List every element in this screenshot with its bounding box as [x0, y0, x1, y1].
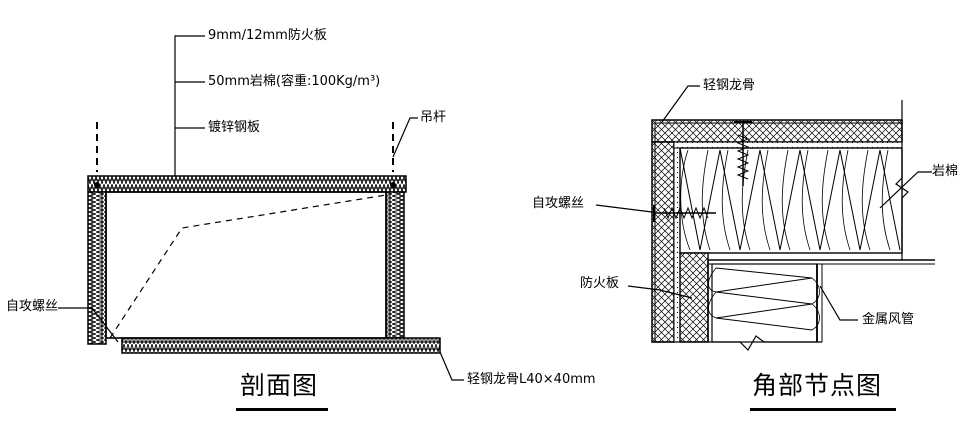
corner-detail [595, 85, 935, 351]
leader-rockwool-detail [879, 171, 932, 209]
top-insulation-layer [87, 175, 407, 193]
label-rock-wool-detail: 岩棉 [932, 164, 959, 179]
label-duct-detail: 金属风管 [862, 312, 915, 327]
rock-wool-block [679, 147, 903, 254]
screw-vertical [734, 121, 752, 186]
leader-screw [58, 307, 119, 343]
section-view-title: 剖面图 [240, 371, 319, 400]
label-rock-wool: 50mm岩棉(容重:100Kg/m³) [208, 74, 381, 89]
label-screw-detail: 自攻螺丝 [532, 196, 585, 211]
bottom-insulation-layer [121, 337, 441, 354]
leader-keel [439, 351, 464, 381]
leader-screw-detail [595, 204, 653, 213]
corner-detail-title: 角部节点图 [752, 371, 883, 400]
label-self-tapping-screw: 自攻螺丝 [6, 299, 59, 314]
leader-duct-detail [819, 285, 858, 321]
leader-hanger-rod [392, 117, 418, 158]
duct-inner-outline [105, 191, 387, 339]
section-title-underline [236, 408, 328, 411]
label-galvanized-sheet: 镀锌钢板 [208, 120, 261, 135]
screw-horizontal [653, 205, 716, 222]
right-insulation-layer [385, 191, 405, 339]
section-view [58, 35, 464, 381]
label-hanger-rod: 吊杆 [420, 110, 447, 125]
corner-title-underline [750, 408, 896, 411]
dashed-open-line [109, 194, 387, 339]
leader-board-detail [627, 285, 693, 299]
label-board-detail: 防火板 [580, 276, 620, 291]
left-insulation-layer [87, 191, 107, 345]
leader-keel-detail [661, 85, 700, 123]
label-fireproof-board: 9mm/12mm防火板 [208, 28, 327, 43]
leader-fireproof-board [174, 35, 205, 176]
label-keel-detail: 轻钢龙骨 [703, 78, 756, 93]
label-light-steel-keel: 轻钢龙骨L40×40mm [467, 372, 596, 387]
